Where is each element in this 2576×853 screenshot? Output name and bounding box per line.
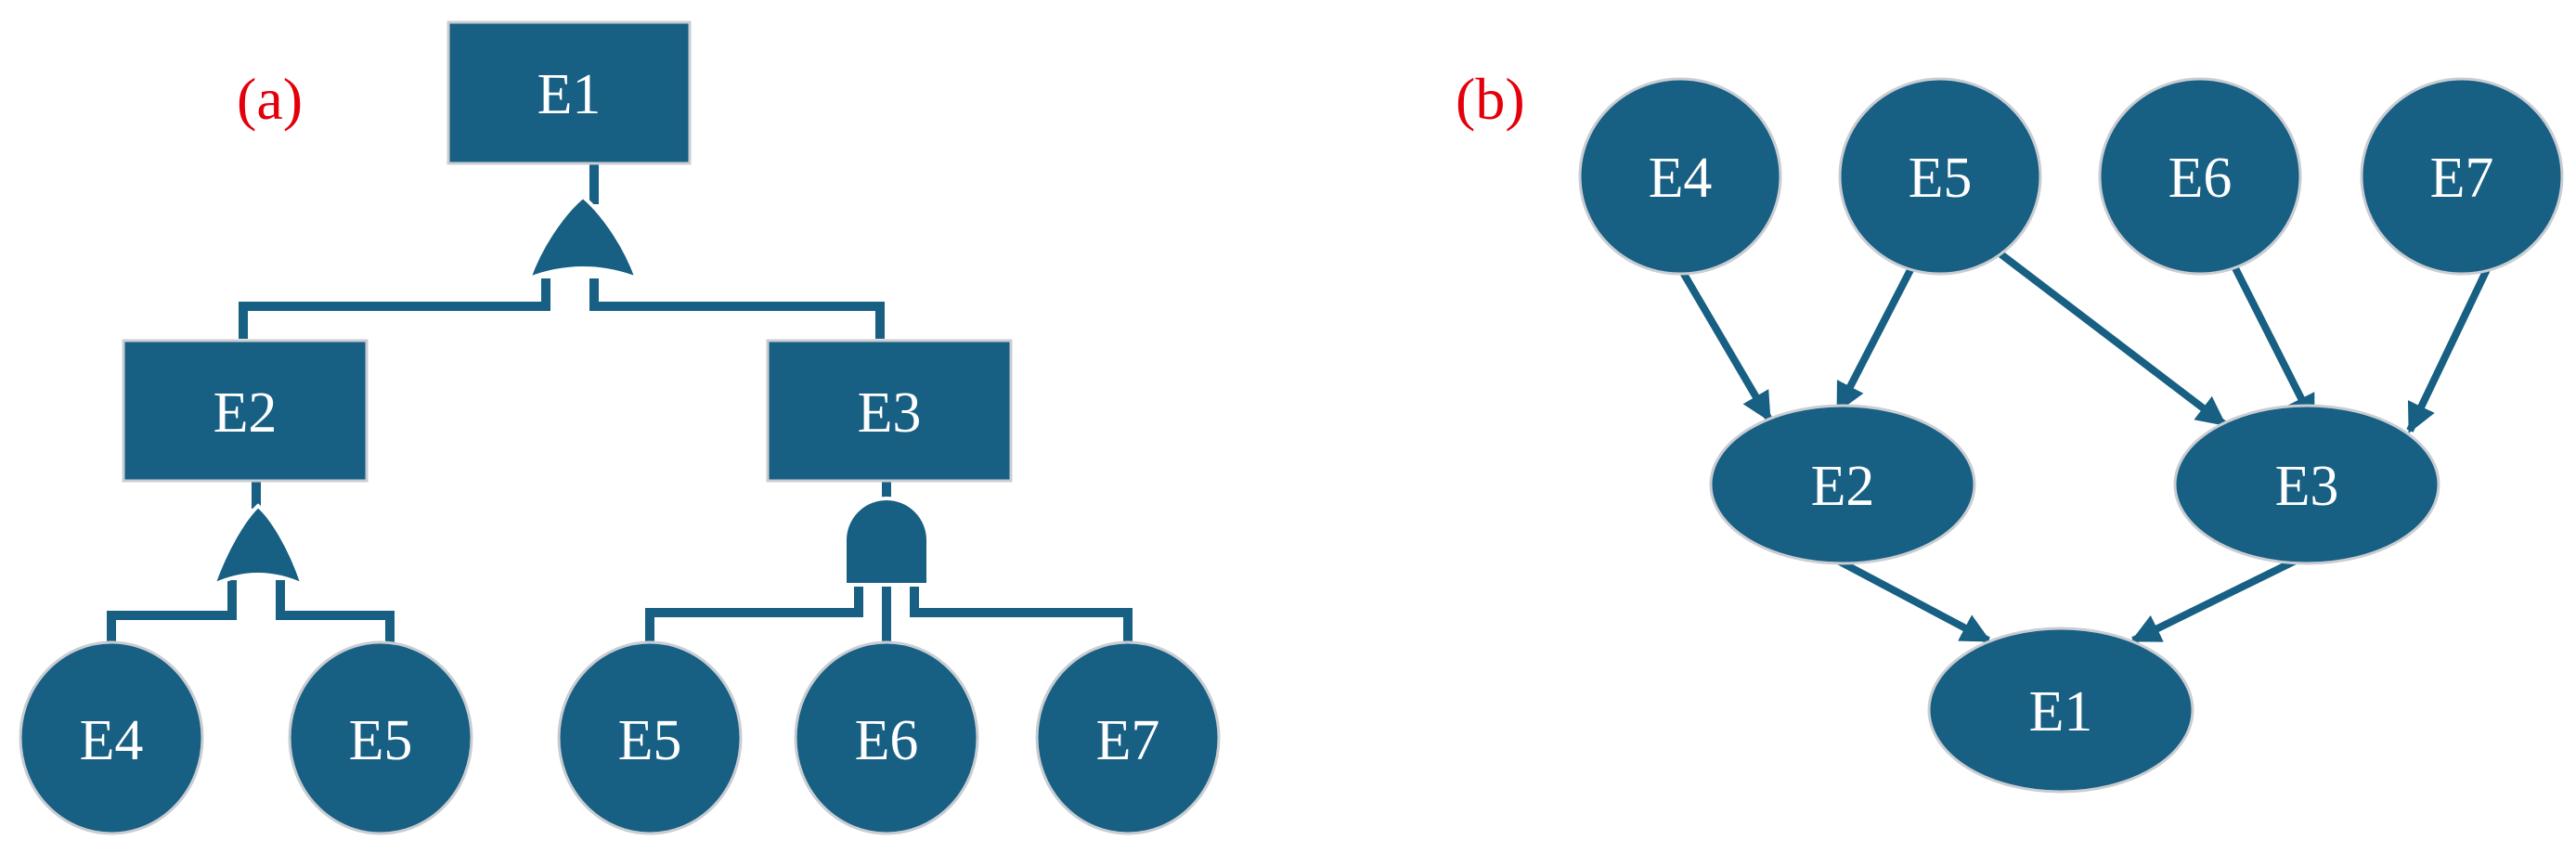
event-e7-circle: E7 xyxy=(1035,640,1221,835)
panel-b-bayesian-network: (b) E4 E5 E6 E7 E2 E xyxy=(1456,66,2564,794)
event-e7-label: E7 xyxy=(1096,709,1160,772)
node-e1-ellipse: E1 xyxy=(1927,627,2194,794)
event-e3-label: E3 xyxy=(858,381,922,445)
node-e3-label: E3 xyxy=(2275,455,2339,518)
node-e1-label: E1 xyxy=(2029,680,2093,743)
node-e4-label: E4 xyxy=(1649,147,1713,210)
event-e2-rectangle: E2 xyxy=(122,339,369,483)
panel-a-label: (a) xyxy=(237,66,303,132)
edge-e2-e1 xyxy=(1834,556,1991,644)
node-e5-label: E5 xyxy=(1909,147,1973,210)
e2-or-gate-icon xyxy=(210,503,306,588)
event-e4-label: E4 xyxy=(80,709,144,772)
node-e4-ellipse: E4 xyxy=(1578,77,1782,276)
node-e5-ellipse: E5 xyxy=(1838,77,2042,276)
wire-top-gate-e3 xyxy=(589,278,885,339)
wire-top-gate-e2 xyxy=(239,278,550,339)
e3-and-gate-icon xyxy=(843,497,930,587)
event-e1-label: E1 xyxy=(537,63,602,126)
event-e5-left-label: E5 xyxy=(349,709,413,772)
panel-a-fault-tree: (a) E1 E2 E3 E4 xyxy=(19,20,1221,835)
edge-e4-e2 xyxy=(1675,262,1773,422)
node-e2-ellipse: E2 xyxy=(1709,404,1976,565)
node-e7-label: E7 xyxy=(2430,147,2494,210)
node-e2-label: E2 xyxy=(1811,455,1875,518)
panel-b-label: (b) xyxy=(1456,66,1525,132)
event-e5-right-circle: E5 xyxy=(557,640,743,835)
edge-e5-e2 xyxy=(1834,261,1918,413)
event-e6-label: E6 xyxy=(855,709,919,772)
event-e5-right-label: E5 xyxy=(618,709,682,772)
top-or-gate-icon xyxy=(525,194,641,282)
node-e3-ellipse: E3 xyxy=(2173,404,2440,565)
event-e5-left-circle: E5 xyxy=(288,640,473,835)
node-e7-ellipse: E7 xyxy=(2360,77,2564,276)
node-e6-ellipse: E6 xyxy=(2098,77,2302,276)
event-e4-circle: E4 xyxy=(19,640,204,835)
edge-e3-e1 xyxy=(2130,555,2301,644)
event-e2-label: E2 xyxy=(214,381,278,445)
event-e6-circle: E6 xyxy=(794,640,979,835)
edge-e5-e3 xyxy=(1996,249,2227,428)
event-e3-rectangle: E3 xyxy=(766,339,1013,483)
edge-e7-e3 xyxy=(2406,262,2493,433)
node-e6-label: E6 xyxy=(2168,147,2233,210)
event-e1-rectangle: E1 xyxy=(447,20,692,165)
edge-e6-e3 xyxy=(2229,261,2317,425)
wire-or-gate-e5 xyxy=(276,580,395,654)
wire-or-gate-e4 xyxy=(107,580,237,654)
wire-and-gate-e5 xyxy=(645,580,863,654)
wire-and-gate-e7 xyxy=(910,580,1133,654)
